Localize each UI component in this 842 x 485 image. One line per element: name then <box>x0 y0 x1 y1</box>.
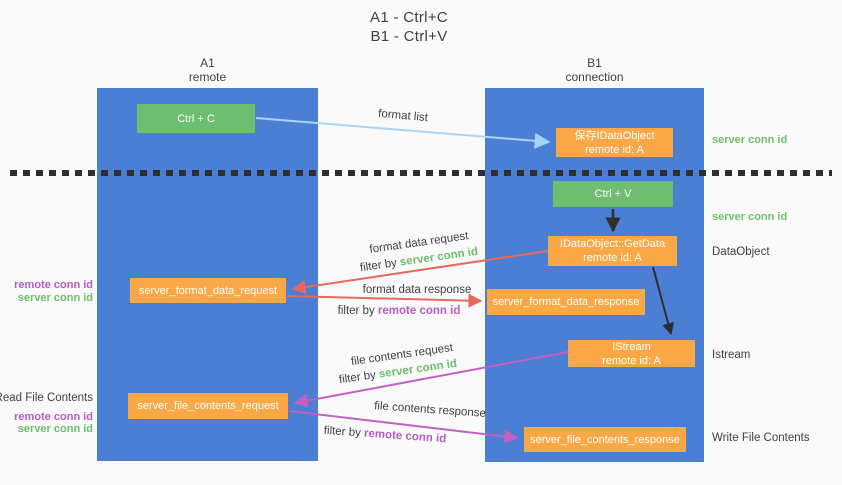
write-file-contents-label: Write File Contents <box>712 432 810 444</box>
ctrl-v-label: Ctrl + V <box>594 188 632 200</box>
server-conn-id-left-top: server conn id <box>17 292 93 304</box>
istream-side-label: Istream <box>712 349 751 361</box>
getdata-line1: IDataObject::GetData <box>559 238 666 250</box>
getdata-box: IDataObject::GetData remote id: A <box>548 236 677 266</box>
istream-line2: remote id: A <box>602 354 661 367</box>
format-data-request-arrow <box>291 250 549 295</box>
save-dataobject-line2: remote id: A <box>585 143 644 156</box>
title-line-1: A1 - Ctrl+C <box>370 9 448 26</box>
save-dataobject-box: 保存IDataObject remote id: A <box>556 128 673 157</box>
filter-by-remote-conn-id-label-1: filter by remote conn id <box>338 305 461 317</box>
filter-by-text: filter by <box>337 305 375 317</box>
server-format-data-request-label: server_format_data_request <box>138 284 278 297</box>
server-file-contents-response-box: server_file_contents_response <box>524 427 686 452</box>
server-format-data-request-box: server_format_data_request <box>130 278 286 303</box>
remote-conn-id-left-top: remote conn id <box>14 279 93 291</box>
column-a1-id: A1 <box>200 56 215 70</box>
server-conn-id-right-top: server conn id <box>712 134 788 146</box>
title-line-2: B1 - Ctrl+V <box>370 28 448 45</box>
read-file-contents-label: Read File Contents <box>0 392 93 404</box>
getdata-line2: remote id: A <box>583 252 642 264</box>
ctrl-v-box: Ctrl + V <box>553 181 673 207</box>
column-header-b1: B1 connection <box>485 56 704 84</box>
getdata-to-istream-arrow <box>652 266 674 336</box>
istream-box: IStream remote id: A <box>568 340 695 367</box>
column-b1-id: B1 <box>587 56 602 70</box>
server-format-data-response-box: server_format_data_response <box>487 289 645 315</box>
column-header-a1: A1 remote <box>97 56 318 84</box>
format-data-response-label: format data response <box>362 284 472 296</box>
server-conn-id-right-mid: server conn id <box>712 211 788 223</box>
ctrl-c-label: Ctrl + C <box>177 112 215 125</box>
format-list-arrow <box>255 117 551 149</box>
column-a1-role: remote <box>188 70 227 84</box>
file-contents-request-arrow <box>293 351 569 408</box>
format-data-response-arrow <box>286 293 483 308</box>
column-b1-role: connection <box>565 70 624 84</box>
diagram-title: A1 - Ctrl+C B1 - Ctrl+V <box>338 8 480 46</box>
dataobject-label: DataObject <box>712 246 770 258</box>
filter-by-text: filter by <box>323 424 362 440</box>
server-conn-id-left-bottom: server conn id <box>17 423 93 435</box>
ctrl-c-box: Ctrl + C <box>137 104 255 133</box>
server-file-contents-response-label: server_file_contents_response <box>530 433 680 446</box>
istream-line1: IStream <box>612 340 651 353</box>
file-contents-response-arrow <box>288 410 519 444</box>
remote-conn-id-text: remote conn id <box>377 305 461 317</box>
remote-conn-id-left-bottom: remote conn id <box>14 411 93 423</box>
server-file-contents-request-label: server_file_contents_request <box>137 400 279 412</box>
server-file-contents-request-box: server_file_contents_request <box>128 393 288 419</box>
save-dataobject-line1: 保存IDataObject <box>574 129 655 142</box>
server-format-data-response-label: server_format_data_response <box>492 296 640 308</box>
